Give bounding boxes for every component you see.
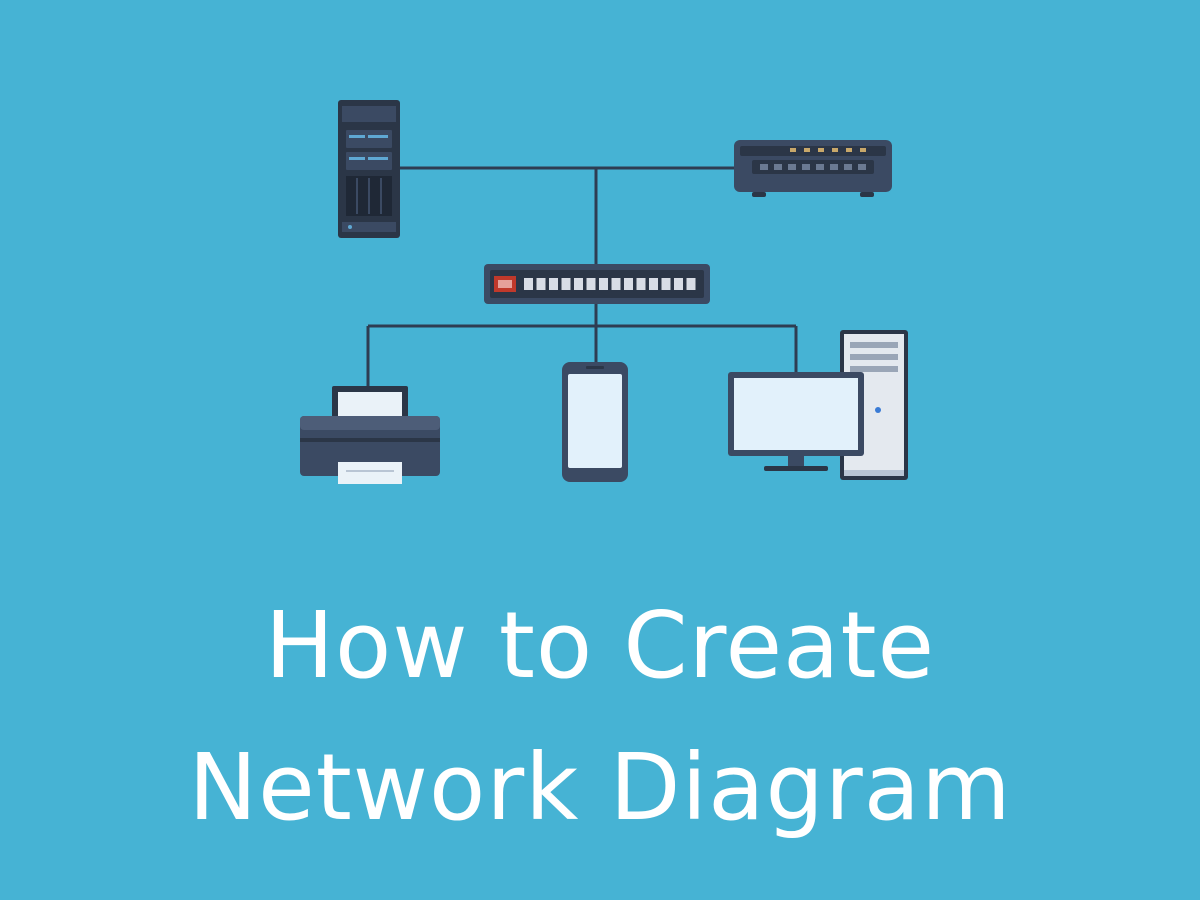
switch-port: [686, 278, 696, 290]
switch-port: [661, 278, 671, 290]
monitor-icon: [728, 372, 864, 471]
switch-port: [599, 278, 608, 290]
switch-icon: [484, 264, 710, 304]
switch-port: [524, 278, 533, 290]
switch-port: [549, 278, 558, 290]
title-line-1: How to Create: [264, 592, 936, 699]
switch-port: [574, 278, 583, 290]
router-icon: [734, 140, 892, 197]
switch-port: [586, 278, 596, 290]
switch-port: [649, 278, 658, 290]
switch-port: [624, 278, 633, 290]
switch-port: [636, 278, 646, 290]
switch-port: [536, 278, 546, 290]
network-diagram: [300, 100, 908, 484]
switch-port: [611, 278, 621, 290]
server-icon: [338, 100, 400, 238]
connection-lines: [366, 166, 798, 390]
switch-port: [561, 278, 571, 290]
switch-port: [674, 278, 683, 290]
smartphone-icon: [562, 362, 628, 482]
printer-icon: [300, 386, 440, 484]
title-line-2: Network Diagram: [188, 734, 1012, 841]
